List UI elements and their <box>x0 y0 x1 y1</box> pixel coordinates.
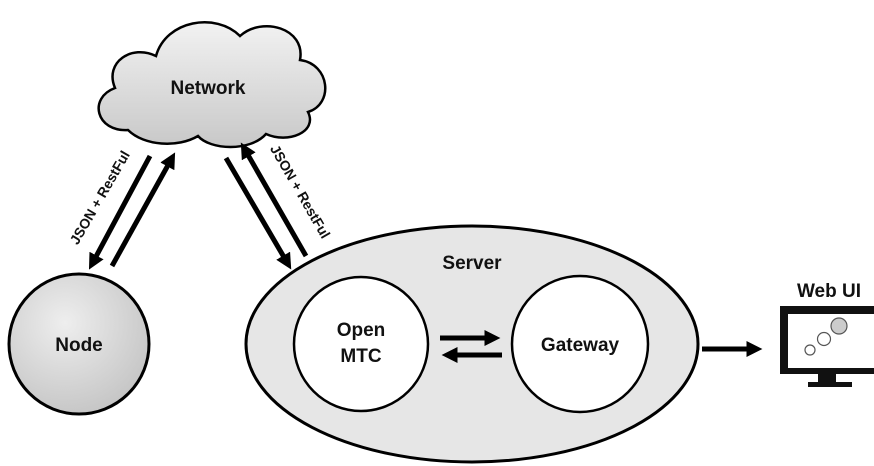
network-label: Network <box>171 78 246 99</box>
screen-dot-small <box>804 344 816 356</box>
left-link-label: JSON + RestFul <box>66 148 133 247</box>
right-arrow-up <box>240 142 309 258</box>
left-arrow-up <box>109 152 176 268</box>
network-cloud: Network <box>97 21 327 149</box>
left-arrow-down <box>88 154 153 270</box>
openmtc-gateway-link <box>440 329 502 364</box>
monitor-base <box>808 382 852 387</box>
openmtc-circle <box>292 275 430 413</box>
right-link-label: JSON + RestFul <box>267 142 334 241</box>
right-link: JSON + RestFul <box>223 142 334 270</box>
node: Node <box>7 272 151 416</box>
server-label: Server <box>442 253 502 274</box>
gateway: Gateway <box>510 274 650 414</box>
node-label: Node <box>55 335 103 356</box>
cloud-shape <box>97 21 327 149</box>
webui-label: Web UI <box>797 281 861 302</box>
screen-dot-medium <box>816 331 832 347</box>
left-link: JSON + RestFul <box>66 148 176 270</box>
openmtc-label-line2: MTC <box>340 346 381 367</box>
right-arrow-down <box>223 156 292 270</box>
openmtc-label-line1: Open <box>337 320 386 341</box>
monitor-screen <box>788 314 874 368</box>
gateway-label: Gateway <box>541 335 620 356</box>
node-circle <box>7 272 151 416</box>
openmtc: Open MTC <box>292 275 430 413</box>
screen-dot-large <box>830 317 848 335</box>
monitor-neck <box>818 374 836 382</box>
gateway-circle <box>510 274 650 414</box>
monitor-icon <box>780 306 874 387</box>
webui: Web UI <box>780 281 874 387</box>
server: Server Open MTC Gateway <box>244 224 700 464</box>
